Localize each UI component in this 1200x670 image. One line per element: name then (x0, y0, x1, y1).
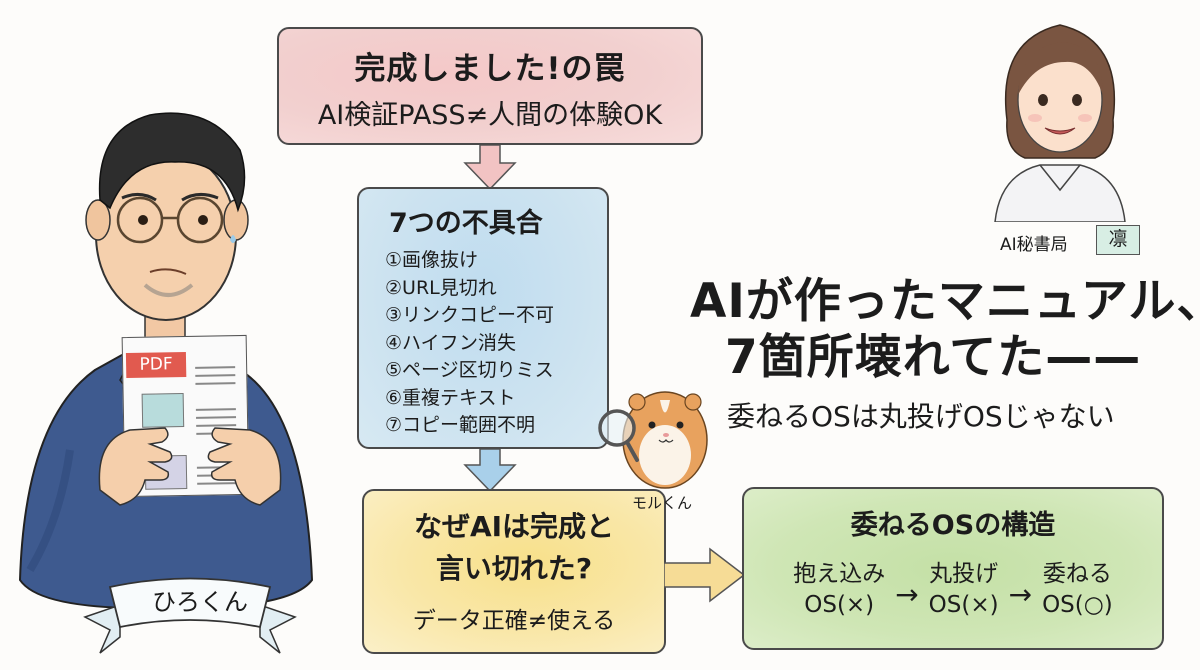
defects-title: 7つの不具合 (389, 208, 543, 239)
headline-line-1: AIが作ったマニュアル、 (690, 274, 1200, 329)
hirokun-name-label: ひろくん (152, 588, 248, 616)
defect-item: ⑥重複テキスト (385, 386, 516, 409)
defect-item: ④ハイフン消失 (385, 331, 517, 354)
hamster-illustration (598, 391, 708, 489)
defect-item: ②URL見切れ (385, 276, 497, 299)
trap-box: 完成しました!の罠 AI検証PASS≠人間の体験OK (277, 27, 703, 145)
arrow-icon: → (895, 577, 919, 611)
why-line-2: 言い切れた? (435, 552, 593, 585)
structure-box: 委ねるOSの構造 抱え込み OS(×) → 丸投げ OS(×) → 委ねる OS… (742, 487, 1164, 650)
why-box: なぜAIは完成と 言い切れた? データ正確≠使える (362, 489, 666, 654)
step-throw: 丸投げ OS(×) (928, 561, 999, 618)
headline-line-2: 7箇所壊れてた—— (725, 330, 1142, 385)
defects-list: ①画像抜け ②URL見切れ ③リンクコピー不可 ④ハイフン消失 ⑤ページ区切りミ… (385, 247, 554, 440)
structure-title: 委ねるOSの構造 (850, 510, 1056, 541)
why-line-3: データ正確≠使える (412, 608, 616, 634)
defect-item: ①画像抜け (385, 249, 479, 271)
right-arrow-icon (664, 547, 746, 603)
down-arrow-icon (463, 449, 517, 492)
secretary-illustration (994, 24, 1126, 222)
secretary-name-badge: 凛 (1096, 225, 1140, 255)
step-hold: 抱え込み OS(×) (793, 561, 886, 618)
structure-flow: 抱え込み OS(×) → 丸投げ OS(×) → 委ねる OS(○) (744, 559, 1162, 621)
arrow-icon: → (1008, 577, 1033, 611)
step-entrust: 委ねる OS(○) (1042, 561, 1113, 618)
defect-item: ⑤ページ区切りミス (385, 359, 554, 381)
defect-item: ③リンクコピー不可 (385, 304, 555, 326)
hamster-name-label: モルくん (632, 494, 693, 512)
defect-item: ⑦コピー範囲不明 (385, 414, 536, 436)
pdf-label: PDF (125, 351, 187, 379)
defects-box: 7つの不具合 ①画像抜け ②URL見切れ ③リンクコピー不可 ④ハイフン消失 ⑤… (357, 187, 609, 449)
headline-subtitle: 委ねるOSは丸投げOSじゃない (727, 400, 1115, 433)
why-line-1: なぜAIは完成と (413, 510, 615, 543)
trap-title: 完成しました!の罠 (354, 51, 626, 87)
down-arrow-icon (463, 145, 517, 190)
secretary-org-label: AI秘書局 (1000, 235, 1068, 255)
name-ribbon (83, 577, 297, 654)
trap-subtitle: AI検証PASS≠人間の体験OK (317, 100, 663, 131)
hands-illustration (98, 427, 282, 506)
